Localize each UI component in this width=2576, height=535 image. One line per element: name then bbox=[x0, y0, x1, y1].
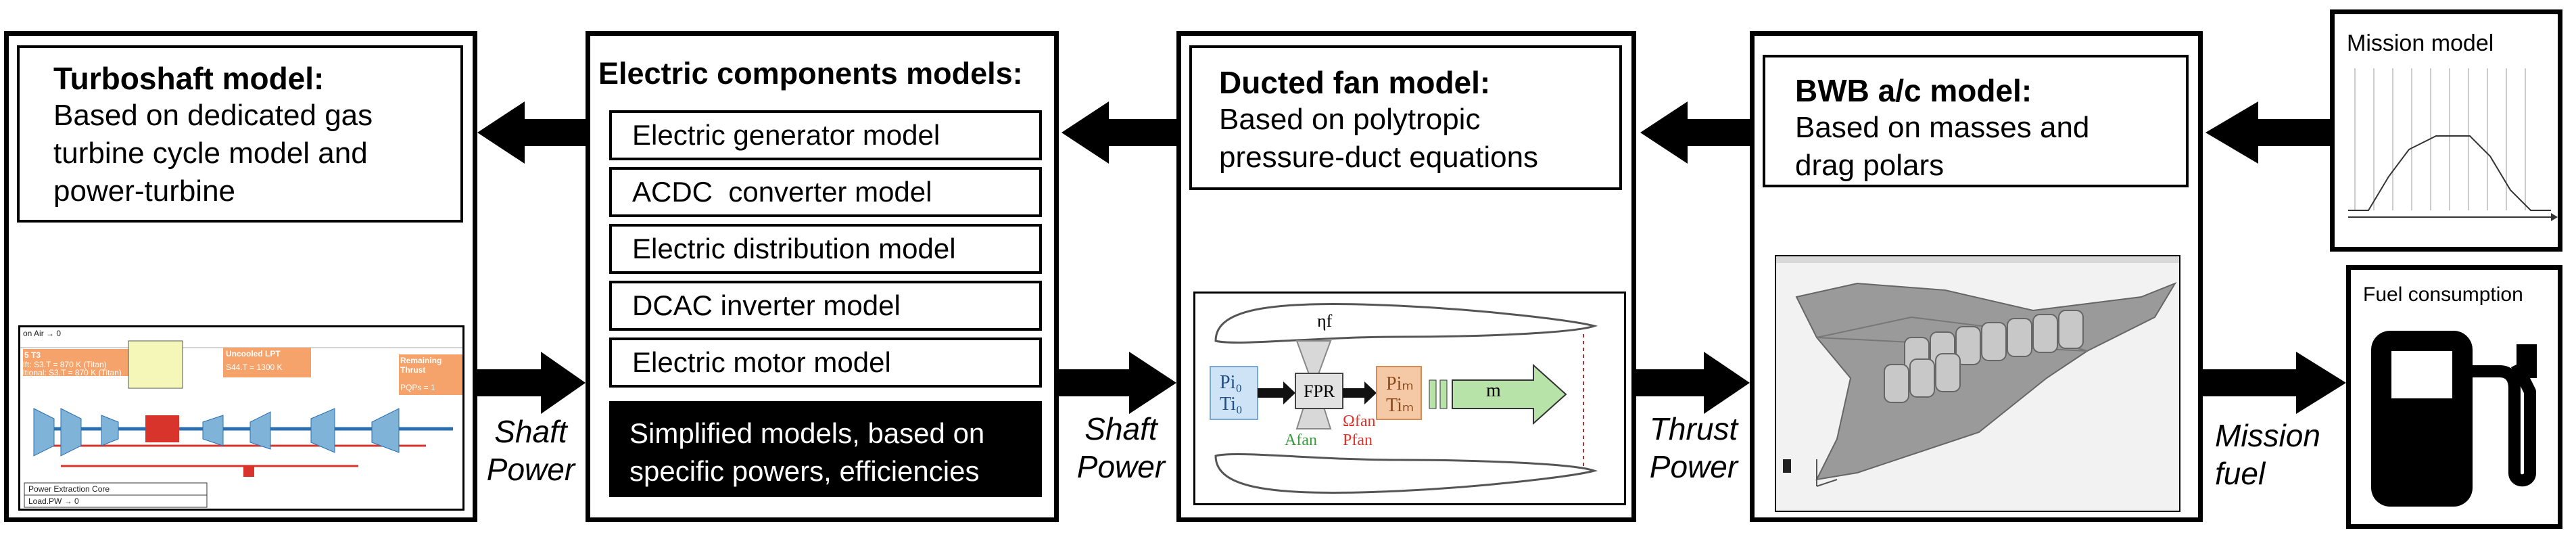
component-distribution: Electric distribution model bbox=[609, 224, 1042, 274]
simplified-models-box: Simplified models, based on specific pow… bbox=[609, 401, 1042, 497]
fan-afan-label: Afan bbox=[1285, 432, 1317, 449]
fan-ti0-label: Ti₀ bbox=[1220, 394, 1243, 415]
ducted-fan-panel: Ducted fan model: Based on polytropic pr… bbox=[1176, 31, 1636, 522]
bwb-title: BWB a/c model: bbox=[1795, 73, 2032, 108]
fan-omega-label: Ωfan bbox=[1343, 413, 1376, 430]
flow-label-mission-fuel: Mission fuel bbox=[2208, 417, 2330, 492]
flow-label-shaft-power-1-line1: Shaft bbox=[494, 414, 567, 449]
fan-fpr-label: FPR bbox=[1304, 381, 1335, 401]
mission-panel: Mission model bbox=[2330, 9, 2562, 252]
arrow-fan-to-electric-upper bbox=[1062, 101, 1176, 164]
fan-pi0-label: Pi₀ bbox=[1220, 372, 1243, 393]
flow-label-mission-fuel-line1: Mission bbox=[2215, 418, 2320, 453]
bwb-description-box: BWB a/c model: Based on masses and drag … bbox=[1763, 55, 2189, 187]
turboshaft-panel: Turboshaft model: Based on dedicated gas… bbox=[4, 31, 477, 522]
cycle-thrust-value: PQPs = 1 bbox=[400, 383, 435, 392]
ducted-fan-line2: pressure-duct equations bbox=[1219, 141, 1539, 174]
arrow-bwb-to-fuel-lower bbox=[2203, 352, 2346, 414]
flow-label-shaft-power-1: Shaft Power bbox=[480, 413, 581, 488]
electric-panel: Electric components models: Electric gen… bbox=[586, 31, 1059, 522]
component-generator: Electric generator model bbox=[609, 110, 1042, 160]
flow-label-mission-fuel-line2: fuel bbox=[2215, 456, 2266, 491]
turboshaft-cycle-image: on Air → 0 5 T3 ift: S3.T = 870 K (Titan… bbox=[18, 325, 464, 511]
bwb-panel: BWB a/c model: Based on masses and drag … bbox=[1750, 31, 2203, 522]
ducted-fan-diagram-box: ηf Pi₀ Ti₀ FPR Piₘ Tiₘ Ωfan Pfan Afan m bbox=[1193, 292, 1626, 505]
turboshaft-line1: Based on dedicated gas bbox=[53, 99, 373, 132]
turboshaft-line2: turbine cycle model and bbox=[53, 137, 368, 170]
fuel-pump-icon bbox=[2371, 331, 2537, 507]
fuel-title: Fuel consumption bbox=[2363, 283, 2523, 306]
cycle-lpt-value: S44.T = 1300 K bbox=[226, 363, 283, 372]
flow-label-shaft-power-1-line2: Power bbox=[486, 452, 575, 487]
fan-eta-label: ηf bbox=[1317, 311, 1333, 331]
turboshaft-title: Turboshaft model: bbox=[53, 61, 325, 96]
electric-title: Electric components models: bbox=[598, 56, 1023, 91]
simplified-line2: specific powers, efficiencies bbox=[629, 455, 980, 487]
fan-mass-label: m bbox=[1486, 380, 1501, 401]
cycle-load-label: Load.PW → 0 bbox=[28, 496, 79, 506]
turboshaft-line3: power-turbine bbox=[53, 175, 236, 208]
bwb-aircraft-render bbox=[1776, 256, 2179, 487]
component-acdc-label: ACDC converter model bbox=[632, 176, 932, 208]
arrow-fan-to-bwb-lower bbox=[1636, 352, 1750, 414]
flow-label-shaft-power-2-line2: Power bbox=[1076, 449, 1166, 484]
mission-title: Mission model bbox=[2347, 30, 2494, 56]
bwb-aircraft-image bbox=[1775, 255, 2180, 512]
bwb-line1: Based on masses and bbox=[1795, 111, 2090, 144]
arrow-electric-to-fan-lower bbox=[1059, 352, 1176, 414]
cycle-t-label: 5 T3 bbox=[24, 350, 41, 360]
ducted-fan-description-box: Ducted fan model: Based on polytropic pr… bbox=[1189, 45, 1622, 190]
cycle-power-label: Power Extraction Core bbox=[28, 484, 110, 494]
bwb-line2: drag polars bbox=[1795, 149, 1945, 182]
arrow-turboshaft-to-electric-lower bbox=[477, 352, 586, 414]
component-distribution-label: Electric distribution model bbox=[632, 233, 956, 264]
component-motor-label: Electric motor model bbox=[632, 346, 891, 378]
flow-label-thrust-power: Thrust Power bbox=[1639, 410, 1748, 486]
mission-profile-chart bbox=[2348, 68, 2558, 221]
fan-tim-label: Tiₘ bbox=[1386, 395, 1414, 416]
flow-label-shaft-power-2-line1: Shaft bbox=[1084, 411, 1158, 446]
arrow-mission-to-bwb-upper bbox=[2205, 101, 2330, 164]
cycle-schematic bbox=[20, 340, 462, 508]
cycle-line-a: ift: S3.T = 870 K (Titan) bbox=[23, 360, 107, 369]
fan-pfan-label: Pfan bbox=[1343, 432, 1373, 449]
arrow-electric-to-turboshaft-upper bbox=[477, 101, 586, 164]
cycle-thrust-title: Remaining Thrust bbox=[400, 356, 442, 375]
component-motor: Electric motor model bbox=[609, 338, 1042, 388]
turboshaft-description-box: Turboshaft model: Based on dedicated gas… bbox=[17, 45, 463, 223]
flow-label-thrust-power-line2: Power bbox=[1649, 449, 1738, 484]
cycle-air-label: on Air → 0 bbox=[23, 329, 62, 338]
component-acdc: ACDC converter model bbox=[609, 167, 1042, 217]
ducted-fan-line1: Based on polytropic bbox=[1219, 103, 1481, 136]
fan-pim-label: Piₘ bbox=[1386, 373, 1414, 394]
ducted-fan-title: Ducted fan model: bbox=[1219, 65, 1491, 100]
simplified-line1: Simplified models, based on bbox=[629, 417, 985, 449]
component-dcac: DCAC inverter model bbox=[609, 281, 1042, 331]
arrow-bwb-to-fan-upper bbox=[1640, 101, 1750, 164]
fuel-panel: Fuel consumption bbox=[2346, 265, 2562, 529]
ducted-fan-schematic bbox=[1210, 303, 1598, 494]
cycle-line-b: ltional: S3.T = 870 K (Titan) bbox=[23, 368, 122, 377]
cycle-lpt-title: Uncooled LPT bbox=[226, 349, 281, 358]
flow-label-shaft-power-2: Shaft Power bbox=[1067, 410, 1175, 486]
flow-label-thrust-power-line1: Thrust bbox=[1649, 411, 1738, 446]
component-generator-label: Electric generator model bbox=[632, 119, 940, 151]
component-dcac-label: DCAC inverter model bbox=[632, 289, 901, 321]
